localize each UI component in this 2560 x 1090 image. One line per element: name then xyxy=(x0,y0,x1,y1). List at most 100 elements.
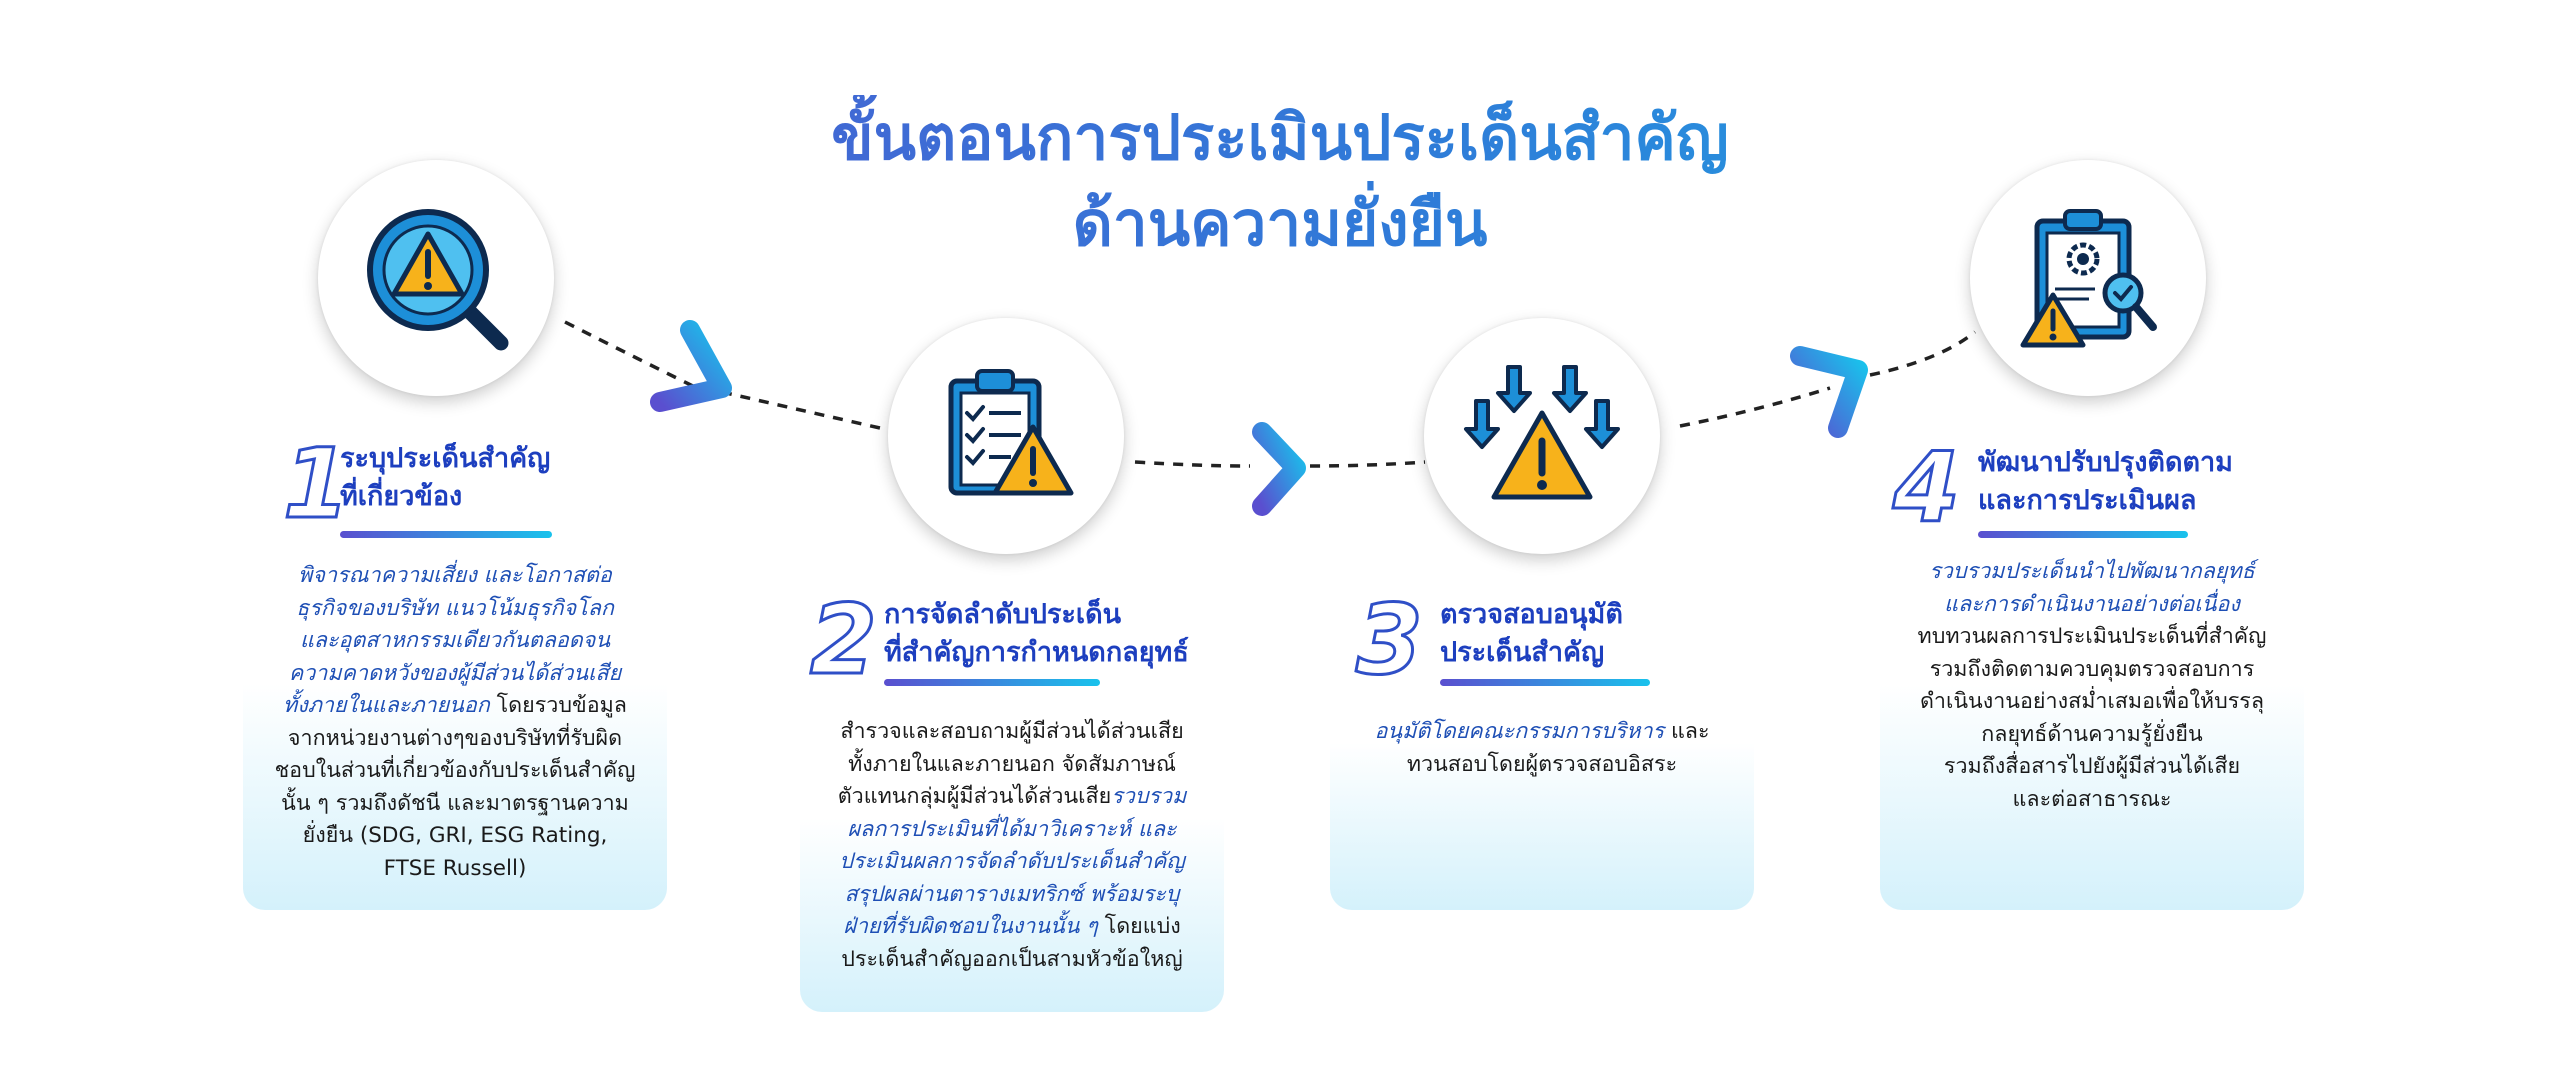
description-text: จากหน่วยงานต่างๆของบริษัทที่รับผิด xyxy=(287,725,623,751)
step-2-card xyxy=(800,678,1224,1012)
description-text: ชอบในส่วนที่เกี่ยวข้องกับประเด็นสำคัญ xyxy=(274,758,636,783)
description-text: กลยุทธ์ด้านความรู้ยั่งยืน xyxy=(1981,721,2203,747)
description-text: รวมถึงติดตามควบคุมตรวจสอบการ xyxy=(1929,656,2255,682)
connector-1-2b xyxy=(721,390,881,430)
step-3-card xyxy=(1330,622,1754,910)
description-text: ประเมินผลการจัดลำดับประเด็นสำคัญ xyxy=(839,849,1185,874)
magnifier-warning-icon xyxy=(367,209,509,351)
description-text: ดำเนินงานอย่างสม่ำเสมอเพื่อให้บรรลุ xyxy=(1919,689,2265,714)
step-1-number: 1 xyxy=(282,428,352,540)
description-line: ทั้งภายในและภายนอก โดยรวบข้อมูล xyxy=(243,690,667,723)
description-text: ทั้งภายในและภายนอก จัดสัมภาษณ์ xyxy=(848,751,1176,777)
description-text: พิจารณาความเสี่ยง และโอกาสต่อ xyxy=(298,563,612,588)
description-line: และอุตสาหกรรมเดียวกันตลอดจน xyxy=(243,625,667,658)
description-text: สรุปผลผ่านตารางเมทริกซ์ พร้อมระบุ xyxy=(844,881,1180,907)
description-text: และการดำเนินงานอย่างต่อเนื่อง xyxy=(1944,591,2240,617)
description-text: สำรวจและสอบถามผู้มีส่วนได้ส่วนเสีย xyxy=(840,719,1184,744)
step-4-heading-line-1: พัฒนาปรับปรุงติดตาม xyxy=(1978,447,2233,478)
step-3-heading-line-1: ตรวจสอบอนุมัติ xyxy=(1440,599,1623,630)
description-text: และอุตสาหกรรมเดียวกันตลอดจน xyxy=(299,628,611,653)
step-4-underline xyxy=(1978,531,2188,538)
description-line: ตัวแทนกลุ่มผู้มีส่วนได้ส่วนเสียรวบรวม xyxy=(800,781,1224,814)
description-line: รวมถึงสื่อสารไปยังผู้มีส่วนได้เสีย xyxy=(1880,751,2304,784)
step-2-underline xyxy=(884,679,1100,686)
step-4-description: รวบรวมประเด็นนำไปพัฒนากลยุทธ์ และการดำเน… xyxy=(1880,556,2304,816)
title-line-2: ด้านความยั่งยืน xyxy=(0,181,2560,267)
description-line: ดำเนินงานอย่างสม่ำเสมอเพื่อให้บรรลุ xyxy=(1880,686,2304,719)
step-3-number: 3 xyxy=(1355,584,1425,696)
down-arrows-warning-icon xyxy=(1464,365,1620,500)
description-line: ชอบในส่วนที่เกี่ยวข้องกับประเด็นสำคัญ xyxy=(243,755,667,788)
chevron-arrow-3 xyxy=(1790,346,1868,438)
step-2-heading-line-1: การจัดลำดับประเด็น xyxy=(884,599,1122,630)
connector-2-3 xyxy=(1134,460,1251,468)
step-2-icon-circle xyxy=(888,318,1124,554)
report-gear-warning-icon xyxy=(2020,209,2157,348)
chevron-arrow-2 xyxy=(1252,422,1306,516)
description-text: โดยรวบข้อมูล xyxy=(489,693,627,718)
description-line: พิจารณาความเสี่ยง และโอกาสต่อ xyxy=(243,560,667,593)
description-text: นั้น ๆ รวมถึงดัชนี และมาตรฐานความ xyxy=(281,790,629,816)
description-line: ทั้งภายในและภายนอก จัดสัมภาษณ์ xyxy=(800,749,1224,782)
description-text: ผลการประเมินที่ได้มาวิเคราะห์ และ xyxy=(847,816,1177,842)
step-2-heading-line-2: ที่สำคัญการกำหนดกลยุทธ์ xyxy=(884,637,1189,668)
description-line: ความคาดหวังของผู้มีส่วนได้ส่วนเสีย xyxy=(243,658,667,691)
connector-3-4 xyxy=(1679,386,1831,428)
step-3-icon-circle xyxy=(1424,318,1660,554)
step-1-heading-line-1: ระบุประเด็นสำคัญ xyxy=(340,443,551,474)
step-1-icon-circle xyxy=(318,160,554,396)
step-3-heading: ตรวจสอบอนุมัติ ประเด็นสำคัญ xyxy=(1440,596,1623,672)
description-text: ทั้งภายในและภายนอก xyxy=(283,693,490,718)
step-4-number: 4 xyxy=(1892,432,1962,544)
step-1-heading: ระบุประเด็นสำคัญ ที่เกี่ยวข้อง xyxy=(340,440,550,516)
connector-1-2 xyxy=(564,320,706,394)
description-text: ประเด็นสำคัญออกเป็นสามหัวข้อใหญ่ xyxy=(841,946,1183,972)
description-text: โดยแบ่ง xyxy=(1097,914,1181,939)
description-text: รวบรวม xyxy=(1111,784,1187,809)
description-text: ฝ่ายที่รับผิดชอบในงานนั้น ๆ xyxy=(843,914,1098,939)
description-text: ทวนสอบโดยผู้ตรวจสอบอิสระ xyxy=(1406,751,1678,777)
description-text: อนุมัติโดยคณะกรรมการบริหาร xyxy=(1374,719,1665,744)
clipboard-warning-icon xyxy=(948,369,1074,496)
description-text: ทบทวนผลการประเมินประเด็นที่สำคัญ xyxy=(1917,624,2267,649)
description-text: และต่อสาธารณะ xyxy=(2012,786,2172,812)
description-line: ผลการประเมินที่ได้มาวิเคราะห์ และ xyxy=(800,814,1224,847)
description-line: ทบทวนผลการประเมินประเด็นที่สำคัญ xyxy=(1880,621,2304,654)
description-line: ยั่งยืน (SDG, GRI, ESG Rating, xyxy=(243,820,667,853)
description-text: FTSE Russell) xyxy=(383,855,527,881)
connector-3-4b xyxy=(1869,330,1977,377)
description-line: และต่อสาธารณะ xyxy=(1880,784,2304,817)
description-line: ธุรกิจของบริษัท แนวโน้มธุรกิจโลก xyxy=(243,593,667,626)
description-text: รวมถึงสื่อสารไปยังผู้มีส่วนได้เสีย xyxy=(1943,754,2241,779)
description-text: ยั่งยืน (SDG, GRI, ESG Rating, xyxy=(302,823,608,848)
step-1-card xyxy=(243,520,667,910)
description-line: อนุมัติโดยคณะกรรมการบริหาร และ xyxy=(1330,716,1754,749)
step-3-underline xyxy=(1440,679,1650,686)
step-4-icon-circle xyxy=(1970,160,2206,396)
description-line: รวมถึงติดตามควบคุมตรวจสอบการ xyxy=(1880,654,2304,687)
step-4-card xyxy=(1880,522,2304,910)
description-text: ตัวแทนกลุ่มผู้มีส่วนได้ส่วนเสีย xyxy=(837,784,1112,809)
description-line: นั้น ๆ รวมถึงดัชนี และมาตรฐานความ xyxy=(243,788,667,821)
description-line: สรุปผลผ่านตารางเมทริกซ์ พร้อมระบุ xyxy=(800,879,1224,912)
step-4-heading: พัฒนาปรับปรุงติดตาม และการประเมินผล xyxy=(1978,444,2233,520)
chevron-arrow-1 xyxy=(650,320,732,412)
description-line: สำรวจและสอบถามผู้มีส่วนได้ส่วนเสีย xyxy=(800,716,1224,749)
description-text: รวบรวมประเด็นนำไปพัฒนากลยุทธ์ xyxy=(1929,559,2255,584)
step-2-description: สำรวจและสอบถามผู้มีส่วนได้ส่วนเสีย ทั้งภ… xyxy=(800,716,1224,976)
step-3-heading-line-2: ประเด็นสำคัญ xyxy=(1440,637,1605,668)
description-text: ความคาดหวังของผู้มีส่วนได้ส่วนเสีย xyxy=(288,660,622,686)
description-line: และการดำเนินงานอย่างต่อเนื่อง xyxy=(1880,589,2304,622)
step-1-underline xyxy=(340,531,552,538)
title-line-1: ขั้นตอนการประเมินประเด็นสำคัญ xyxy=(0,95,2560,181)
description-line: รวบรวมประเด็นนำไปพัฒนากลยุทธ์ xyxy=(1880,556,2304,589)
description-text: และ xyxy=(1664,719,1710,744)
step-1-description: พิจารณาความเสี่ยง และโอกาสต่อ ธุรกิจของบ… xyxy=(243,560,667,885)
connector-2-3b xyxy=(1309,460,1426,468)
description-line: ประเด็นสำคัญออกเป็นสามหัวข้อใหญ่ xyxy=(800,944,1224,977)
description-line: ทวนสอบโดยผู้ตรวจสอบอิสระ xyxy=(1330,749,1754,782)
description-line: ประเมินผลการจัดลำดับประเด็นสำคัญ xyxy=(800,846,1224,879)
description-line: ฝ่ายที่รับผิดชอบในงานนั้น ๆ โดยแบ่ง xyxy=(800,911,1224,944)
step-2-number: 2 xyxy=(809,584,879,696)
